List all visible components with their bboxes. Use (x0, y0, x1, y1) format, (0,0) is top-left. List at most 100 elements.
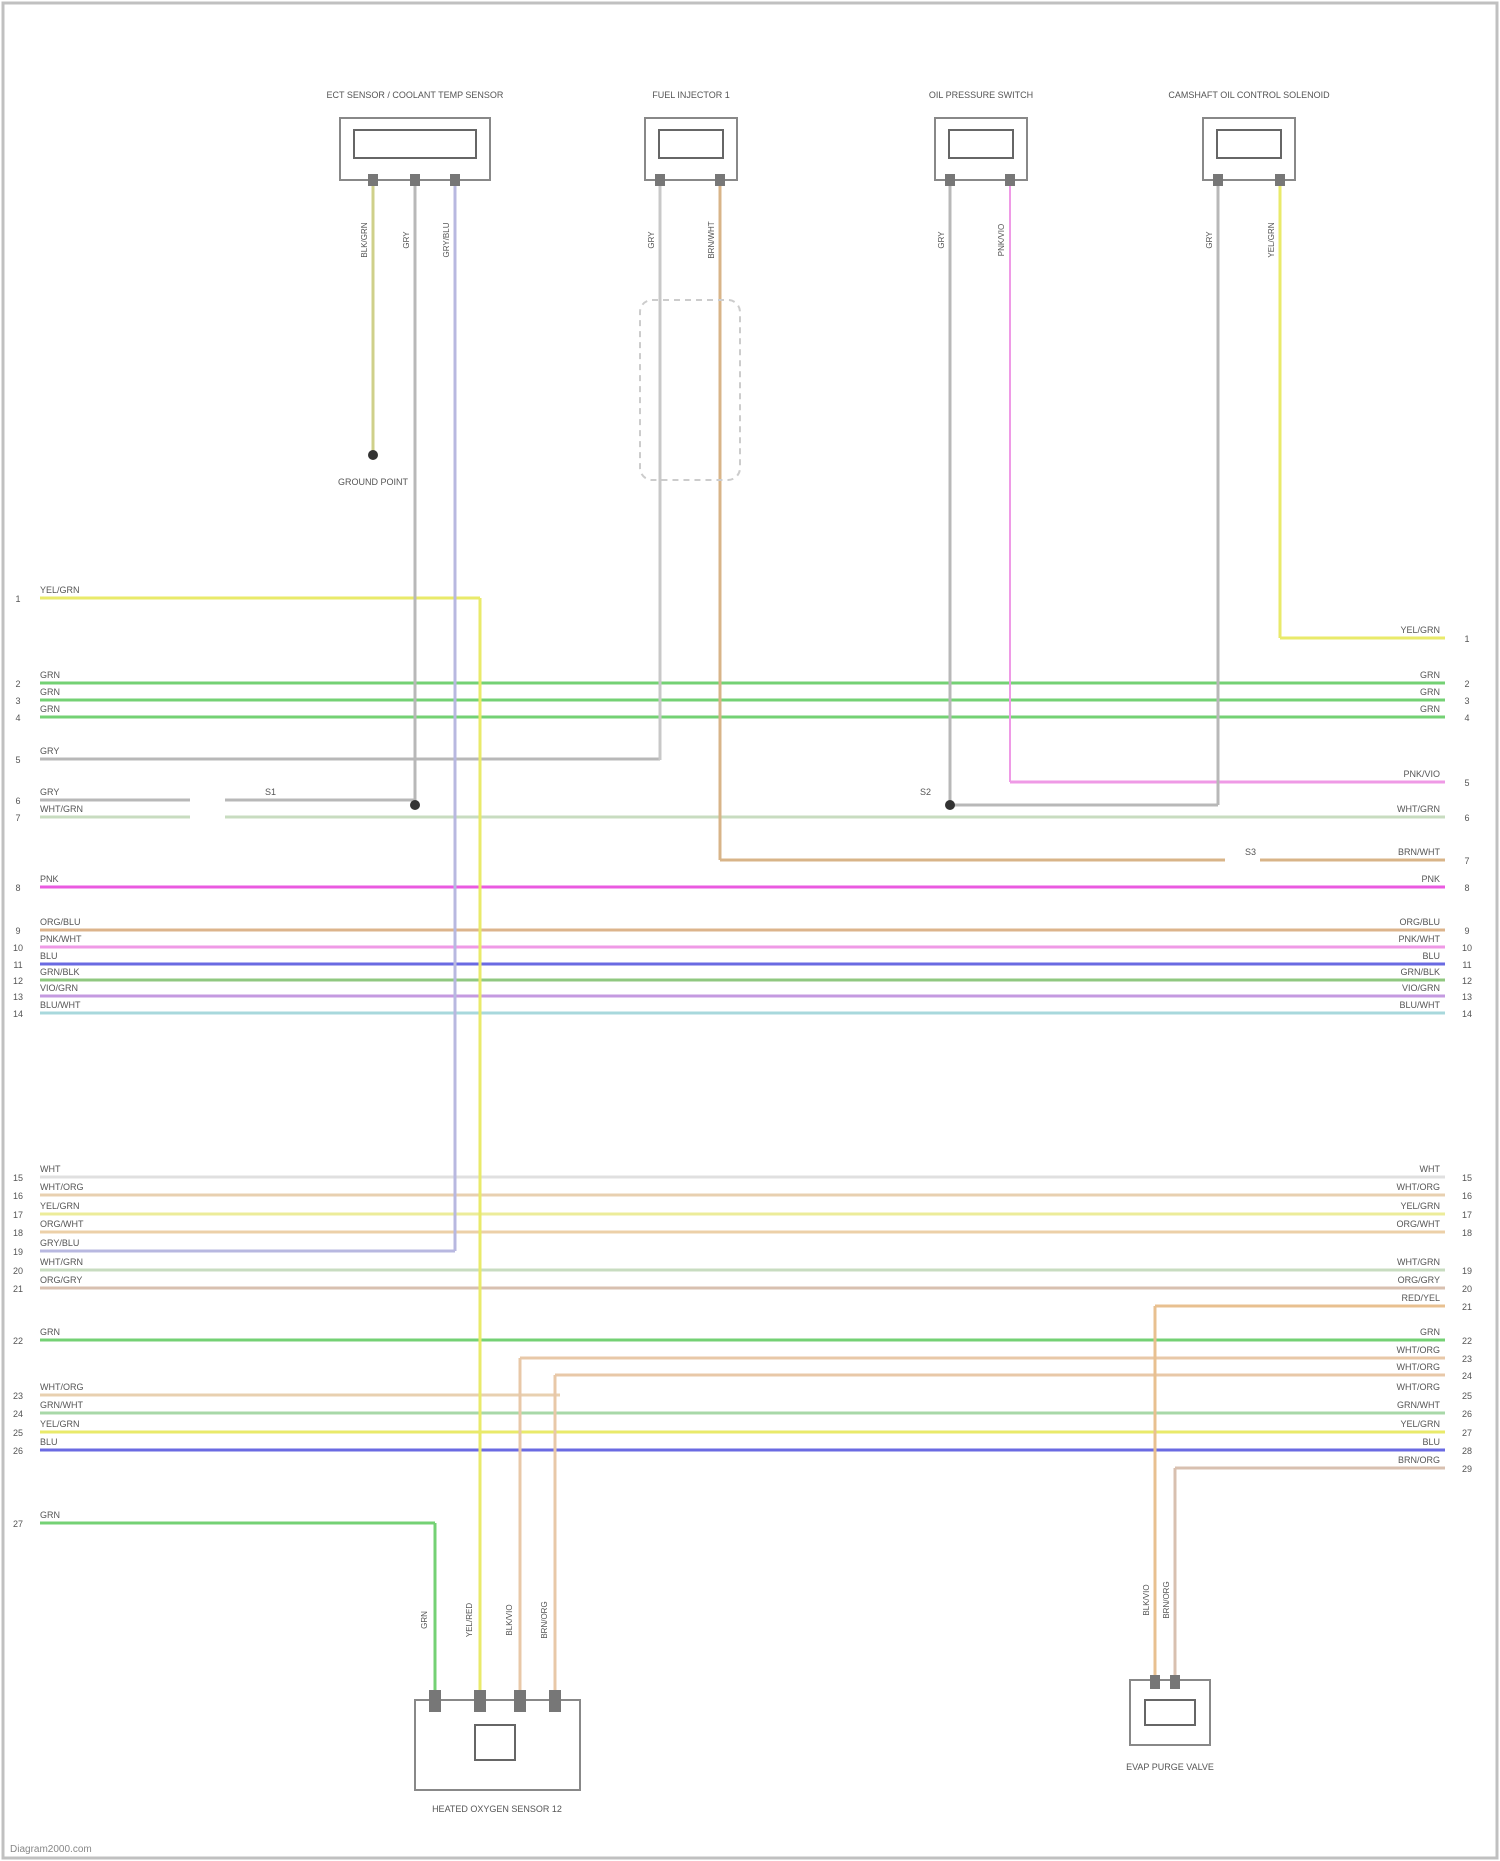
right-pin-number: 2 (1464, 679, 1469, 689)
evap-valve-pin (1170, 1675, 1180, 1689)
left-pin-number: 13 (13, 992, 23, 1002)
right-pin-number: 3 (1464, 696, 1469, 706)
right-pin-number: 7 (1464, 856, 1469, 866)
right-pin-number: 25 (1462, 1391, 1472, 1401)
left-wire-label: YEL/GRN (40, 1419, 80, 1429)
left-wire-label: ORG/WHT (40, 1219, 84, 1229)
splice-dot (945, 800, 955, 810)
evap-valve-inner (1145, 1700, 1195, 1725)
oil_pressure-pin (1005, 174, 1015, 186)
right-pin-number: 23 (1462, 1354, 1472, 1364)
left-pin-number: 22 (13, 1336, 23, 1346)
right-wire-label: BLU/WHT (1400, 1000, 1441, 1010)
left-wire-label: GRN (40, 704, 60, 714)
o2-sensor-label: HEATED OXYGEN SENSOR 12 (432, 1804, 562, 1814)
o2-sensor-pin (474, 1690, 486, 1712)
cam_solenoid-pin (1275, 174, 1285, 186)
left-wire-label: PNK (40, 874, 59, 884)
right-pin-number: 26 (1462, 1409, 1472, 1419)
left-wire-label: WHT/ORG (40, 1182, 84, 1192)
left-wire-label: GRN (40, 670, 60, 680)
right-pin-number: 9 (1464, 926, 1469, 936)
left-pin-number: 26 (13, 1446, 23, 1456)
o2-sensor-pin-wire-label: GRN (420, 1611, 429, 1629)
left-pin-number: 1 (15, 594, 20, 604)
ground-point-dot (368, 450, 378, 460)
left-pin-number: 5 (15, 755, 20, 765)
injector_1-pin-wire-label: GRY (647, 231, 656, 249)
left-wire-label: GRY (40, 746, 59, 756)
right-wire-label: GRN (1420, 704, 1440, 714)
right-pin-number: 15 (1462, 1173, 1472, 1183)
oil_pressure-inner (949, 130, 1013, 158)
right-wire-label: RED/YEL (1401, 1293, 1440, 1303)
right-pin-number: 29 (1462, 1464, 1472, 1474)
right-wire-label: PNK/VIO (1403, 769, 1440, 779)
o2-sensor-pin (429, 1690, 441, 1712)
right-pin-number: 18 (1462, 1228, 1472, 1238)
left-pin-number: 4 (15, 713, 20, 723)
right-wire-label: WHT (1420, 1164, 1441, 1174)
left-wire-label: ORG/BLU (40, 917, 81, 927)
components-layer (340, 118, 1295, 1790)
right-wire-label: PNK (1421, 874, 1440, 884)
splice-dot (410, 800, 420, 810)
left-wire-label: BLU (40, 951, 58, 961)
left-wire-label: YEL/GRN (40, 585, 80, 595)
left-wire-label: WHT (40, 1164, 61, 1174)
left-wire-label: YEL/GRN (40, 1201, 80, 1211)
left-wire-label: WHT/GRN (40, 804, 83, 814)
right-wire-label: ORG/WHT (1397, 1219, 1441, 1229)
left-wire-label: VIO/GRN (40, 983, 78, 993)
left-wire-label: ORG/GRY (40, 1275, 82, 1285)
oil_pressure-pin (945, 174, 955, 186)
left-pin-number: 19 (13, 1247, 23, 1257)
left-wire-label: GRN (40, 687, 60, 697)
left-wire-label: GRN (40, 1510, 60, 1520)
left-wire-label: GRN (40, 1327, 60, 1337)
right-wire-label: BLU (1422, 1437, 1440, 1447)
left-pin-number: 3 (15, 696, 20, 706)
cam_solenoid-pin-wire-label: YEL/GRN (1267, 222, 1276, 257)
o2-sensor-pin-wire-label: YEL/RED (465, 1603, 474, 1637)
right-pin-number: 16 (1462, 1191, 1472, 1201)
ect_sensor-pin-wire-label: GRY/BLU (442, 222, 451, 257)
right-wire-label: YEL/GRN (1400, 1201, 1440, 1211)
ect_sensor-pin (368, 174, 378, 186)
left-pin-number: 10 (13, 943, 23, 953)
right-wire-label: ORG/GRY (1398, 1275, 1440, 1285)
left-pin-number: 14 (13, 1009, 23, 1019)
ect_sensor-pin (410, 174, 420, 186)
right-pin-number: 8 (1464, 883, 1469, 893)
right-pin-number: 13 (1462, 992, 1472, 1002)
left-pin-number: 23 (13, 1391, 23, 1401)
right-pin-number: 28 (1462, 1446, 1472, 1456)
left-pin-number: 11 (13, 960, 22, 970)
right-wire-label: GRN/WHT (1397, 1400, 1440, 1410)
right-wire-label: GRN (1420, 687, 1440, 697)
left-pin-number: 17 (13, 1210, 23, 1220)
wires-layer (40, 180, 1445, 1700)
ect_sensor-pin-wire-label: GRY (402, 231, 411, 249)
o2-sensor-pin-wire-label: BLK/VIO (505, 1604, 514, 1635)
left-wire-label: WHT/GRN (40, 1257, 83, 1267)
injector_1-pin (715, 174, 725, 186)
right-wire-label: WHT/ORG (1397, 1362, 1441, 1372)
ect_sensor-pin-wire-label: BLK/GRN (360, 222, 369, 257)
ect_sensor-inner (354, 130, 476, 158)
right-pin-number: 17 (1462, 1210, 1472, 1220)
left-pin-number: 8 (15, 883, 20, 893)
right-pin-number: 19 (1462, 1266, 1472, 1276)
right-wire-label: BRN/ORG (1398, 1455, 1440, 1465)
right-pin-number: 10 (1462, 943, 1472, 953)
left-wire-label: WHT/ORG (40, 1382, 84, 1392)
left-pin-number: 24 (13, 1409, 23, 1419)
right-wire-label: VIO/GRN (1402, 983, 1440, 993)
right-pin-number: 4 (1464, 713, 1469, 723)
left-pin-number: 12 (13, 976, 23, 986)
right-pin-number: 14 (1462, 1009, 1472, 1019)
ect_sensor-pin (450, 174, 460, 186)
injector_1-inner (659, 130, 723, 158)
